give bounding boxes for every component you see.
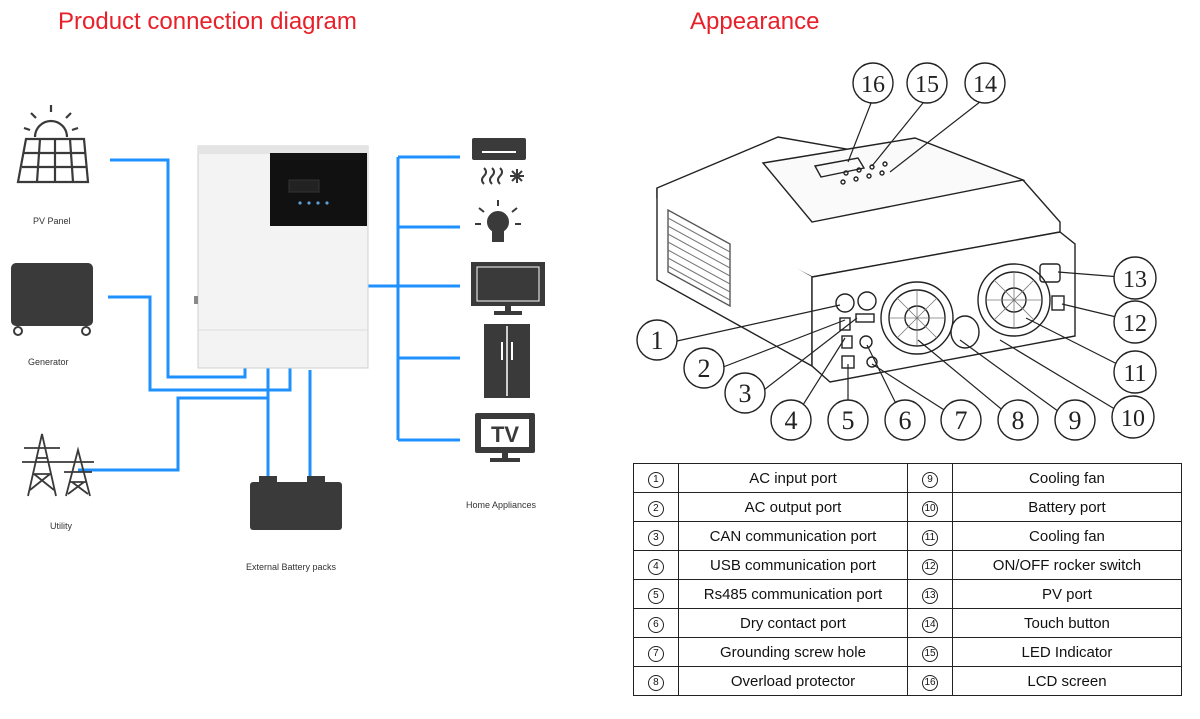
callout-14: 14 (964, 62, 1006, 104)
callout-11: 11 (1113, 350, 1157, 394)
legend-label: PV port (951, 579, 1183, 609)
legend-label: Grounding screw hole (677, 637, 909, 667)
legend-label: LCD screen (951, 666, 1183, 696)
svg-text:14: 14 (973, 72, 997, 98)
callout-8: 8 (997, 399, 1039, 441)
legend-number: 15 (922, 645, 938, 662)
legend-row: 8 Overload protector 16 LCD screen (633, 666, 1183, 696)
legend-number: 9 (922, 471, 938, 488)
legend-number: 5 (647, 587, 664, 604)
legend-number: 11 (922, 529, 938, 546)
diagram-title: Product connection diagram (58, 8, 357, 35)
callout-6: 6 (884, 399, 926, 441)
legend-number: 14 (922, 616, 938, 633)
wiring (78, 155, 460, 480)
legend-row: 5 Rs485 communication port 13 PV port (633, 579, 1183, 609)
svg-text:16: 16 (861, 72, 885, 98)
callout-2: 2 (683, 347, 725, 389)
legend-label: Cooling fan (951, 463, 1183, 493)
legend-label: LED Indicator (951, 637, 1183, 667)
legend-row: 4 USB communication port 12 ON/OFF rocker s… (633, 550, 1183, 580)
refrigerator-icon (484, 324, 530, 398)
home-appliances-caption: Home Appliances (466, 500, 537, 510)
legend-number: 7 (647, 645, 664, 662)
utility-caption: Utility (50, 521, 72, 531)
legend-row: 6 Dry contact port 14 Touch button (633, 608, 1183, 638)
svg-text:1: 1 (651, 326, 664, 355)
svg-text:7: 7 (955, 406, 968, 435)
callout-10: 10 (1111, 395, 1155, 439)
legend-number: 12 (922, 558, 938, 575)
legend-row: 3 CAN communication port 11 Cooling fan (633, 521, 1183, 551)
svg-text:4: 4 (785, 406, 798, 435)
legend-row: 7 Grounding screw hole 15 LED Indicator (633, 637, 1183, 667)
callout-1: 1 (636, 319, 678, 361)
callout-15: 15 (906, 62, 948, 104)
callout-3: 3 (724, 372, 766, 414)
legend-number: 8 (647, 674, 664, 691)
legend-label: AC input port (677, 463, 909, 493)
tv-label: TV (491, 422, 519, 447)
legend-number: 4 (647, 558, 664, 575)
battery-icon (250, 476, 342, 530)
legend-label: USB communication port (677, 550, 909, 580)
callout-16: 16 (852, 62, 894, 104)
air-conditioner-icon (472, 138, 526, 185)
svg-text:8: 8 (1012, 406, 1025, 435)
legend-number: 2 (647, 500, 664, 517)
legend-label: Battery port (951, 492, 1183, 522)
svg-text:3: 3 (739, 379, 752, 408)
svg-text:13: 13 (1123, 267, 1147, 293)
svg-text:15: 15 (915, 72, 939, 98)
legend-number: 3 (647, 529, 664, 546)
callout-4: 4 (770, 399, 812, 441)
svg-text:9: 9 (1069, 406, 1082, 435)
svg-text:10: 10 (1121, 406, 1145, 432)
legend-label: Overload protector (677, 666, 909, 696)
callout-13: 13 (1113, 256, 1157, 300)
legend-row: 1 AC input port 9 Cooling fan (633, 463, 1183, 493)
svg-text:12: 12 (1123, 311, 1147, 337)
legend-number: 10 (922, 500, 938, 517)
legend-label: CAN communication port (677, 521, 909, 551)
inverter-unit (194, 145, 369, 369)
generator-caption: Generator (28, 357, 69, 367)
legend-label: ON/OFF rocker switch (951, 550, 1183, 580)
legend-label: Cooling fan (951, 521, 1183, 551)
svg-text:11: 11 (1123, 361, 1146, 387)
legend-number: 6 (647, 616, 664, 633)
callouts: 1 2 3 4 5 6 7 8 9 10 11 12 13 14 15 16 (636, 62, 1157, 441)
legend-label: Touch button (951, 608, 1183, 638)
monitor-icon (471, 262, 545, 315)
legend-label: AC output port (677, 492, 909, 522)
legend-number: 13 (922, 587, 938, 604)
legend-number: 16 (922, 674, 938, 691)
svg-text:6: 6 (899, 406, 912, 435)
callout-12: 12 (1113, 300, 1157, 344)
callout-5: 5 (827, 399, 869, 441)
legend-number: 1 (647, 471, 664, 488)
svg-text:5: 5 (842, 406, 855, 435)
legend-row: 2 AC output port 10 Battery port (633, 492, 1183, 522)
battery-caption: External Battery packs (246, 562, 337, 572)
pv-panel-caption: PV Panel (33, 216, 71, 226)
light-bulb-icon (475, 200, 521, 242)
legend-label: Rs485 communication port (677, 579, 909, 609)
generator-icon (11, 263, 93, 336)
inverter-appearance-drawing (656, 136, 1076, 383)
appearance-title: Appearance (690, 8, 820, 35)
tv-icon: TV (475, 413, 535, 462)
pv-panel-icon (16, 105, 90, 184)
callout-leaders (676, 97, 1134, 425)
callout-9: 9 (1054, 399, 1096, 441)
svg-text:2: 2 (698, 354, 711, 383)
legend-label: Dry contact port (677, 608, 909, 638)
utility-tower-icon (22, 433, 94, 497)
callout-7: 7 (940, 399, 982, 441)
